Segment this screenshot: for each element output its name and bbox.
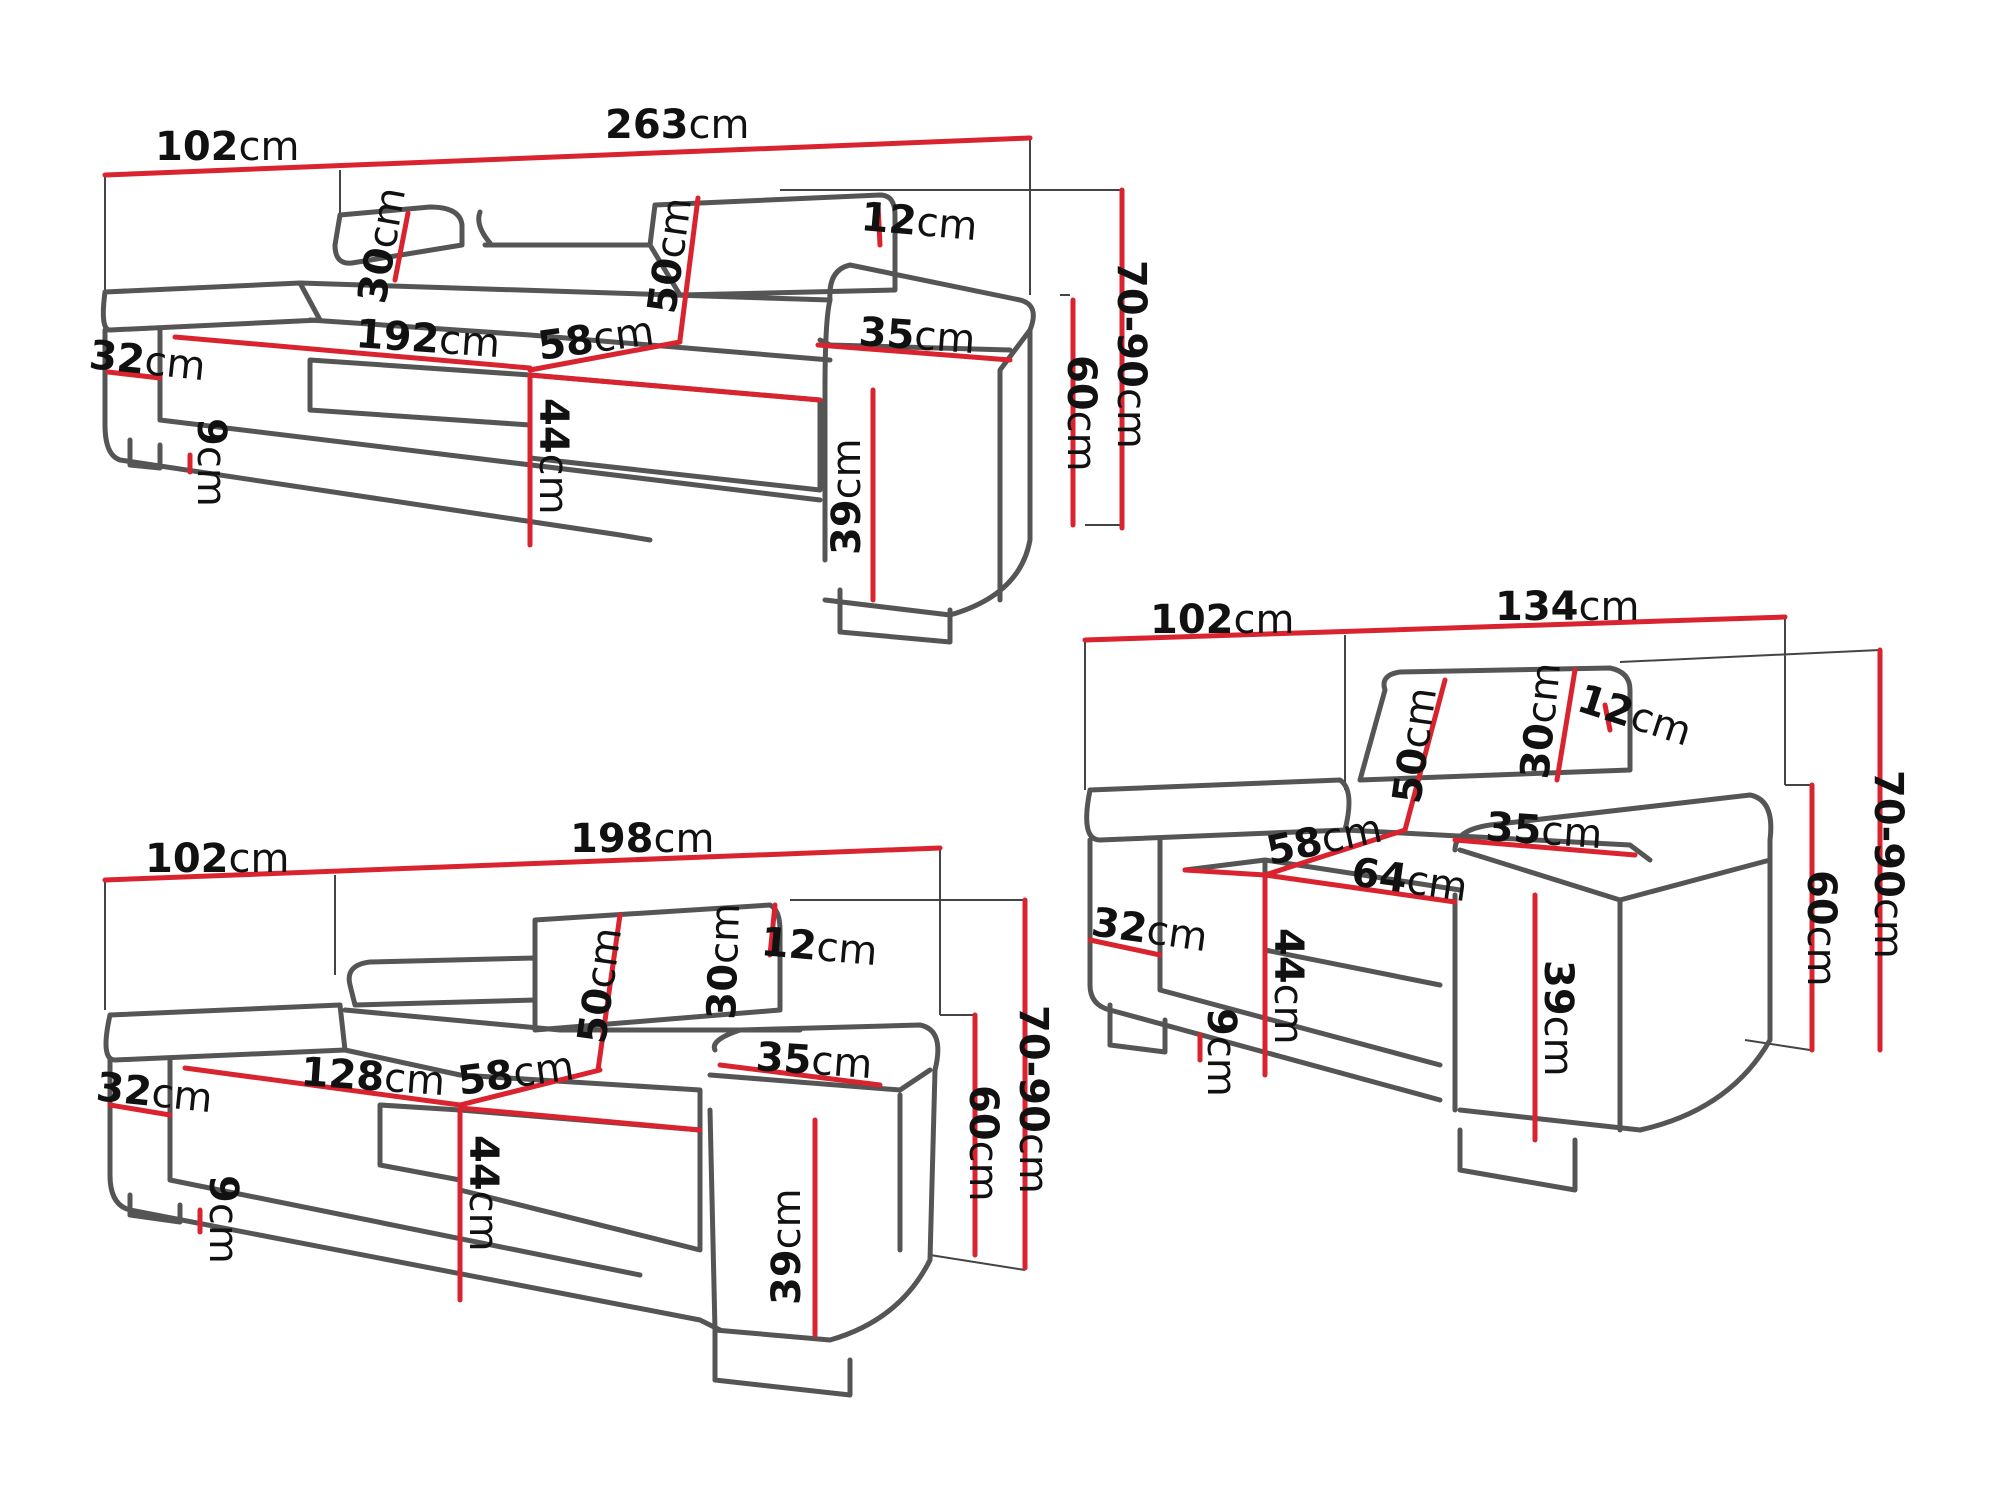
sofa2-arm-height-label: 60cm [960,1085,1006,1202]
sofa2-headrest-depth-label: 12cm [759,919,879,975]
sofa2-arm-width-label: 35cm [754,1034,874,1088]
sofa2-width-label: 198cm [570,816,714,862]
sofa3-base-height-label: 39cm [824,438,870,555]
armchair-side-label: 32cm [1089,899,1211,961]
armchair-dimension-lines [1082,614,1883,1143]
sofa2-outline [103,902,941,1398]
sofa3-total-height-label: 70-90cm [1108,260,1154,449]
sofa2-seat-width-label: 128cm [299,1049,446,1105]
sofa2-leg-label: 9cm [200,1175,246,1264]
sofa-three-seater: 102cm 263cm 30cm 50cm 12cm 192cm 58cm 35… [87,102,1154,645]
sofa3-seat-height-label: 44cm [530,398,576,515]
sofa3-arm-width-label: 35cm [857,309,977,363]
sofa3-back-label: 50cm [639,194,701,316]
sofa3-side-label: 32cm [87,332,208,390]
armchair-headrest-label: 30cm [1512,660,1570,781]
armchair-leg-label: 9cm [1198,1008,1244,1097]
sofa3-arm-height-label: 60cm [1058,355,1104,472]
sofa3-headrest-depth-label: 12cm [859,194,979,250]
armchair-total-height-label: 70-90cm [1865,770,1911,959]
armchair-base-height-label: 39cm [1535,960,1581,1077]
sofa2-seat-depth-label: 58cm [455,1043,577,1105]
sofa3-width-label: 263cm [605,102,749,148]
armchair-arm-height-label: 60cm [1798,870,1844,987]
sofa2-depth-label: 102cm [145,836,289,882]
sofa2-base-height-label: 39cm [764,1188,810,1305]
sofa2-seat-height-label: 44cm [460,1135,506,1252]
armchair-seat-height-label: 44cm [1265,928,1311,1045]
sofa2-dimension-lines [102,845,1028,1338]
sofa3-seat-depth-label: 58cm [535,308,657,370]
sofa3-dimension-lines [102,135,1125,603]
armchair-seat-width-label: 64cm [1349,849,1471,911]
armchair-depth-label: 102cm [1150,597,1294,643]
sofa3-depth-label: 102cm [155,124,299,170]
armchair-outline [1084,665,1774,1193]
sofa3-headrest-label: 30cm [350,184,416,307]
sofa3-leg-label: 9cm [188,418,234,507]
sofa2-back-label: 50cm [569,924,631,1046]
armchair: 102cm 134cm 50cm 30cm 12cm 58cm 35cm 64c… [1082,584,1911,1193]
armchair-arm-width-label: 35cm [1484,804,1604,858]
sofa3-seat-width-label: 192cm [354,311,501,367]
sofa-two-seater: 102cm 198cm 50cm 30cm 12cm 128cm 58cm 35… [94,816,1056,1398]
armchair-back-label: 50cm [1384,684,1446,806]
armchair-headrest-depth-label: 12cm [1572,676,1697,756]
armchair-seat-depth-label: 58cm [1263,806,1387,875]
armchair-width-label: 134cm [1495,584,1639,630]
sofa2-headrest-label: 30cm [699,902,749,1020]
sofa2-side-label: 32cm [94,1064,215,1122]
sofa2-total-height-label: 70-90cm [1010,1005,1056,1194]
